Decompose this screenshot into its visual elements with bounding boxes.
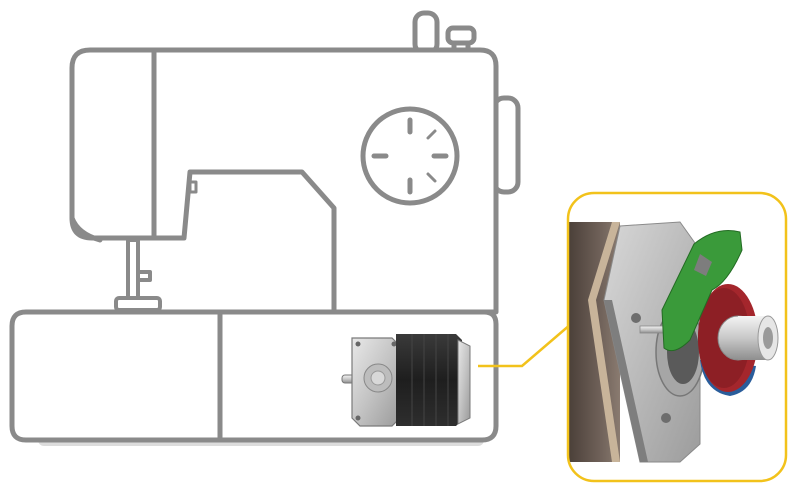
encoder-disc-icon: [661, 230, 779, 396]
callout-connector: [478, 317, 579, 368]
presser-foot: [114, 296, 162, 312]
spool-pin: [412, 10, 440, 56]
callout-zoom: [566, 191, 788, 483]
dial-icon: [360, 106, 460, 206]
sewing-machine-icon: [9, 10, 521, 446]
stepper-motor-icon: [341, 334, 471, 427]
callout-border: [566, 191, 788, 483]
